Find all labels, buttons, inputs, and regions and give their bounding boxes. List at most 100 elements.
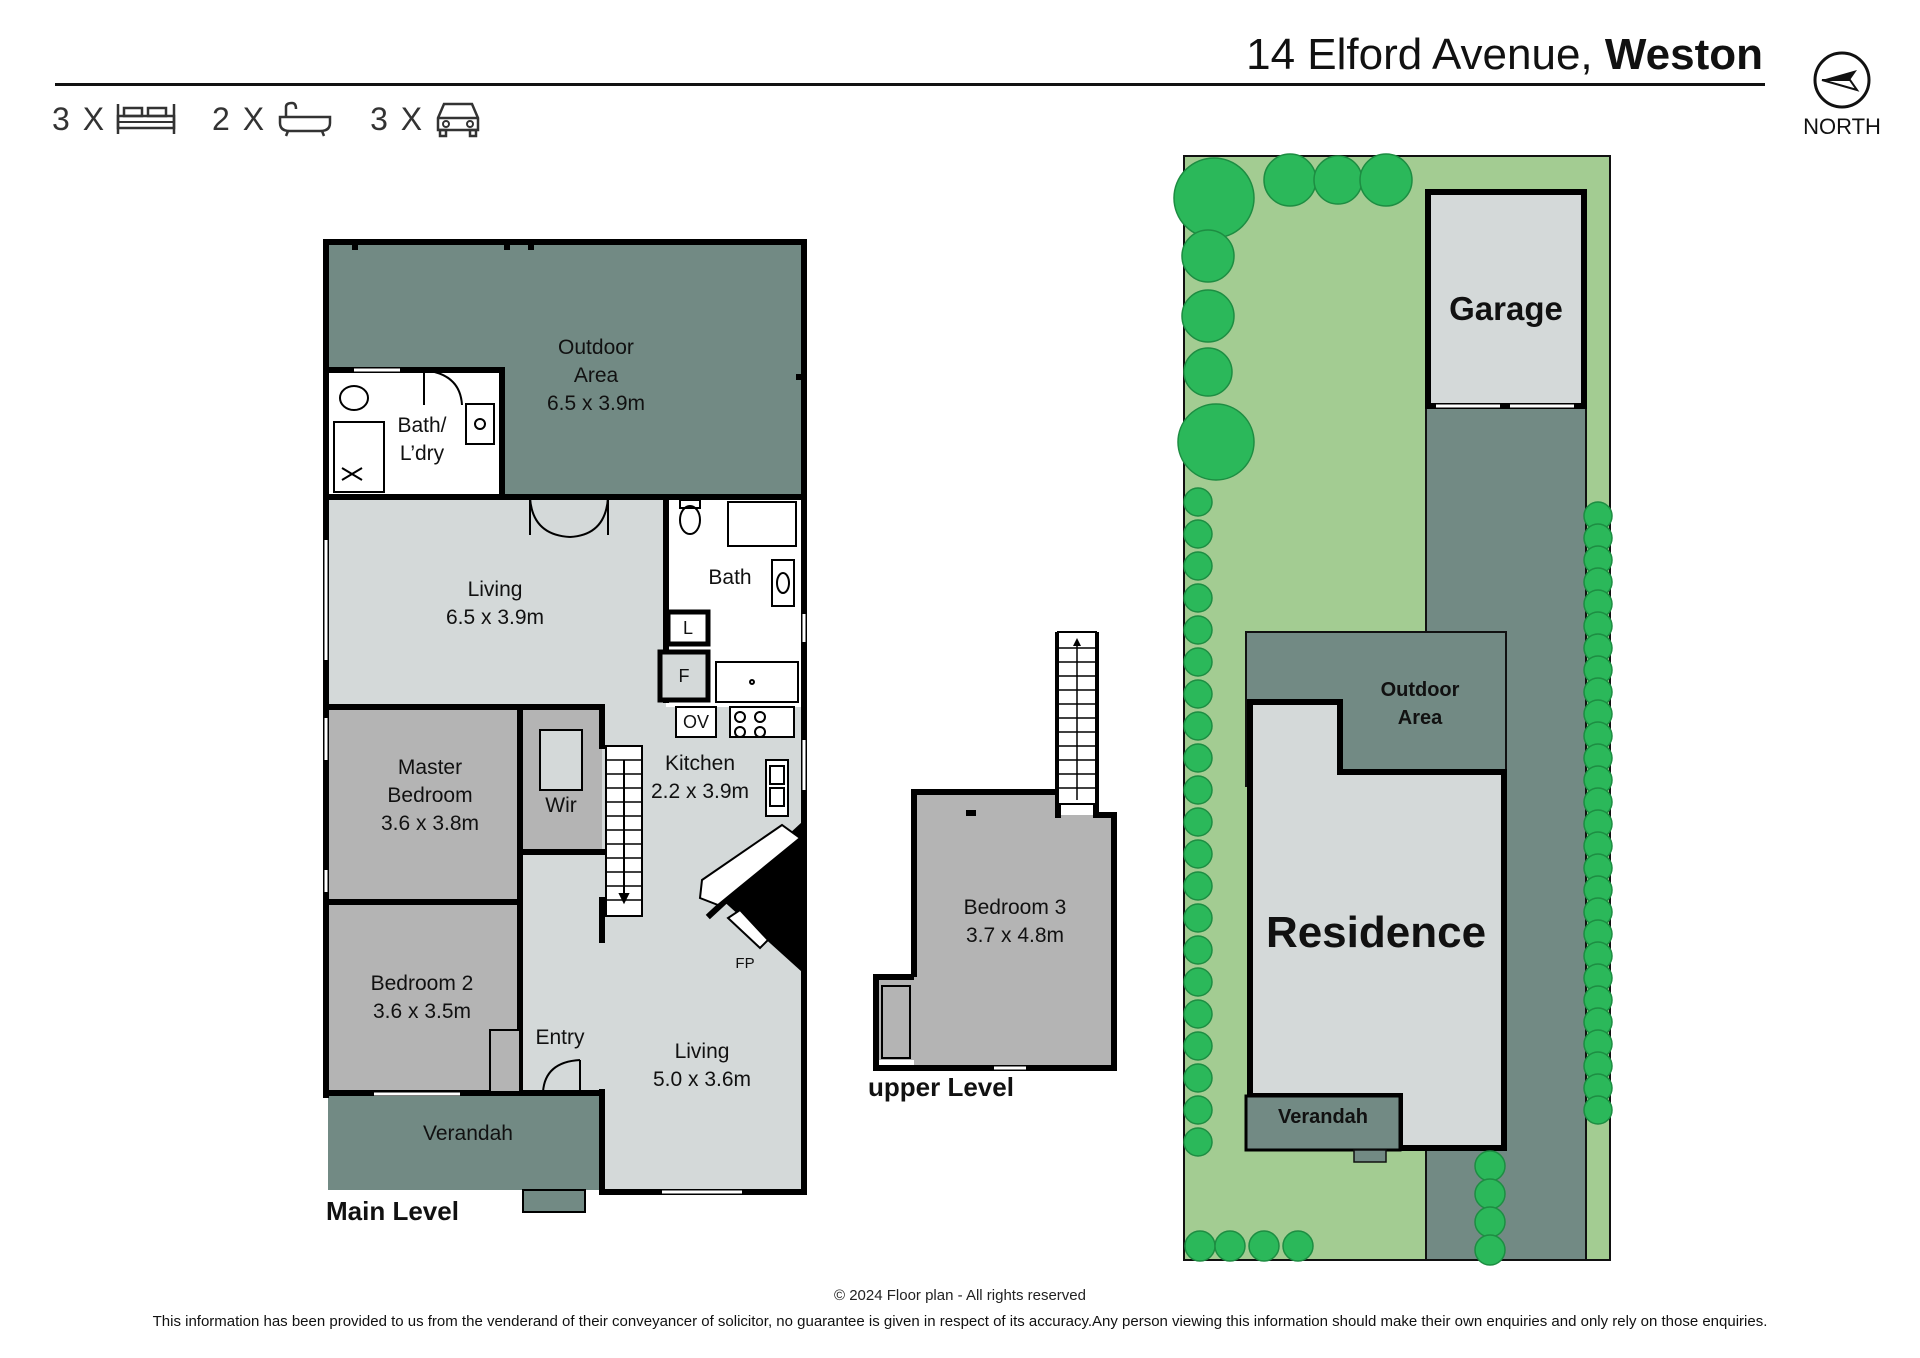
tree-icon: [1183, 935, 1213, 965]
tree-icon: [1181, 229, 1235, 283]
tree-icon: [1183, 647, 1213, 677]
tree-icon: [1313, 155, 1363, 205]
fridge-label: F: [678, 666, 690, 686]
bedroom3-dims: 3.7 x 4.8m: [965, 924, 1065, 947]
tree-icon: [1474, 1178, 1506, 1210]
tree-icon: [1183, 1063, 1213, 1093]
wir-label: Wir: [545, 794, 577, 817]
living1-label: Living 6.5 x 3.9m: [420, 576, 570, 632]
car-icon: [436, 102, 480, 138]
entry-fill: [520, 852, 602, 1093]
tree-icon: [1183, 551, 1213, 581]
bathrooms-count: 2 X: [212, 100, 267, 137]
bedrooms-spec: 3 X: [52, 101, 176, 138]
tree-icon: [1183, 583, 1213, 613]
living2-fill: [602, 915, 802, 1190]
bath-laundry-label: Bath/ L’dry: [382, 412, 462, 468]
bedroom2-name: Bedroom 2: [370, 972, 474, 995]
tree-icon: [1183, 839, 1213, 869]
main-level-label: Main Level: [326, 1196, 459, 1226]
living1-fill: [328, 497, 666, 707]
site-outdoor-name: Outdoor: [1380, 679, 1460, 701]
copyright-text: © 2024 Floor plan - All rights reserved: [833, 1287, 1086, 1304]
tree-icon: [1183, 1095, 1213, 1125]
tree-icon: [1583, 1095, 1613, 1125]
bedroom3-label: Bedroom 3 3.7 x 4.8m: [940, 894, 1090, 950]
bedrooms-count: 3 X: [52, 100, 107, 137]
kitchen-name: Kitchen: [664, 752, 736, 775]
main-level-plan: [323, 239, 807, 1213]
tree-icon: [1183, 679, 1213, 709]
tree-icon: [1248, 1230, 1280, 1262]
tree-icon: [1183, 711, 1213, 741]
tree-icon: [1183, 807, 1213, 837]
tree-icon: [1183, 967, 1213, 997]
tree-icon: [1183, 743, 1213, 773]
master-name2: Bedroom: [387, 784, 473, 807]
site-outdoor-name2: Area: [1397, 707, 1443, 729]
tree-icon: [1184, 1230, 1216, 1262]
site-outdoor-label: Outdoor Area: [1360, 676, 1480, 732]
tree-icon: [1183, 775, 1213, 805]
site-plan: [1173, 153, 1613, 1266]
tree-icon: [1474, 1234, 1506, 1266]
tree-icon: [1183, 347, 1233, 397]
tree-icon: [1173, 157, 1255, 239]
tree-icon: [1263, 153, 1317, 207]
tree-icon: [1183, 903, 1213, 933]
tree-icon: [1183, 615, 1213, 645]
outdoor-name2: Area: [573, 364, 619, 387]
kitchen-label: Kitchen 2.2 x 3.9m: [640, 750, 760, 806]
front-step: [522, 1189, 586, 1213]
tree-icon: [1183, 1127, 1213, 1157]
tree-icon: [1183, 871, 1213, 901]
master-bedroom-fill: [328, 707, 520, 900]
tree-icon: [1183, 487, 1213, 517]
property-specs: 3 X 2 X 3 X: [52, 100, 518, 138]
master-dims: 3.6 x 3.8m: [380, 812, 480, 835]
disclaimer-text: This information has been provided to us…: [152, 1313, 1768, 1330]
address-street: 14 Elford Avenue,: [1246, 30, 1593, 79]
garage-label: Garage: [1449, 290, 1563, 327]
master-name: Master: [397, 756, 463, 779]
bathtub-icon: [278, 101, 332, 137]
tree-icon: [1282, 1230, 1314, 1262]
living2-dims: 5.0 x 3.6m: [652, 1068, 752, 1091]
tree-icon: [1177, 403, 1255, 481]
bed-icon: [116, 104, 176, 134]
carspaces-spec: 3 X: [370, 100, 482, 138]
master-bedroom-label: Master Bedroom 3.6 x 3.8m: [362, 754, 498, 838]
tree-icon: [1474, 1150, 1506, 1182]
verandah-label: Verandah: [423, 1122, 513, 1145]
bath-label: Bath: [708, 566, 752, 589]
carspaces-count: 3 X: [370, 100, 425, 137]
oven-label: OV: [682, 712, 709, 732]
tree-icon: [1181, 289, 1235, 343]
tree-icon: [1183, 999, 1213, 1029]
tree-icon: [1183, 519, 1213, 549]
address-suburb: Weston: [1604, 30, 1763, 79]
upper-level-label: upper Level: [868, 1072, 1014, 1102]
property-address: 14 Elford Avenue, Weston: [1246, 30, 1763, 80]
tree-icon: [1474, 1206, 1506, 1238]
north-label: NORTH: [1803, 114, 1881, 139]
outdoor-dims: 6.5 x 3.9m: [546, 392, 646, 415]
tree-icon: [1359, 153, 1413, 207]
linen-label: L: [682, 618, 693, 638]
upper-level-plan: [873, 631, 1117, 1071]
outdoor-area-label: Outdoor Area 6.5 x 3.9m: [512, 334, 680, 418]
bath-laundry-name2: L’dry: [399, 442, 445, 465]
bedroom3-name: Bedroom 3: [963, 896, 1067, 919]
living1-dims: 6.5 x 3.9m: [445, 606, 545, 629]
living2-name: Living: [674, 1040, 730, 1063]
bathrooms-spec: 2 X: [212, 101, 334, 138]
header-rule: [55, 83, 1765, 86]
fireplace-label: FP: [735, 955, 755, 972]
verandah-fill: [328, 1093, 602, 1190]
outdoor-name: Outdoor: [558, 336, 634, 359]
north-compass-icon: [1812, 50, 1872, 110]
entry-label: Entry: [535, 1026, 585, 1049]
residence-label: Residence: [1265, 908, 1487, 957]
